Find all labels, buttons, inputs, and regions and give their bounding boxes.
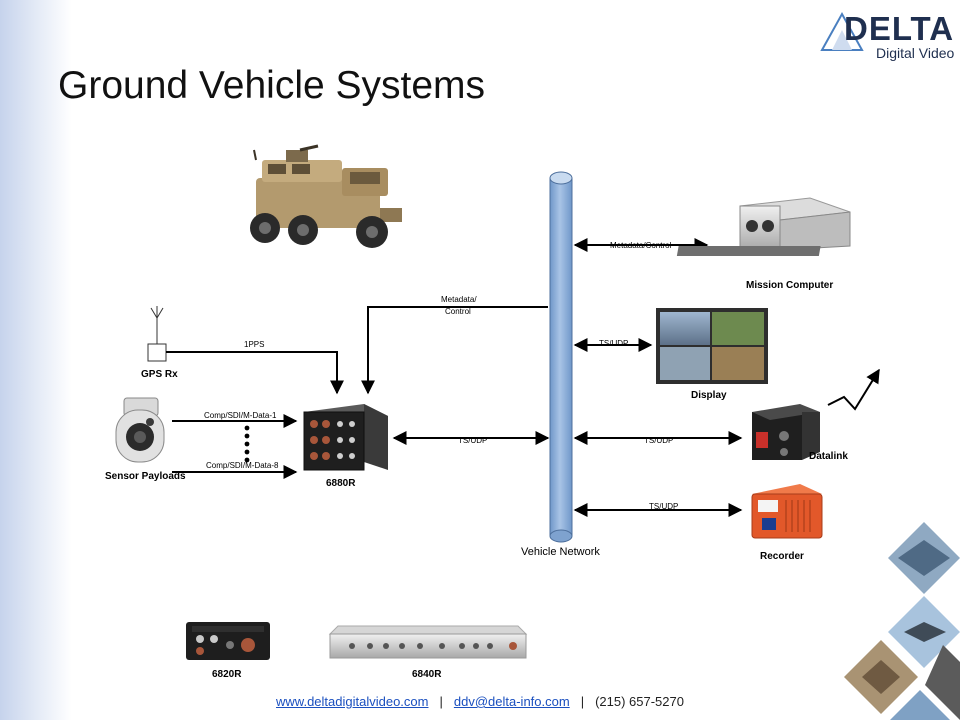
gps-receiver-icon xyxy=(147,306,167,362)
display-label: Display xyxy=(691,390,727,401)
vehicle-image xyxy=(250,144,402,248)
recorder-label: Recorder xyxy=(760,551,804,562)
encoder-metadata-label-2: Control xyxy=(445,307,471,316)
gps-label: GPS Rx xyxy=(141,369,178,380)
product-6820r-label: 6820R xyxy=(212,669,242,680)
product-6840r-image xyxy=(328,625,528,659)
display-tsudp-label: TS/UDP xyxy=(599,339,628,348)
phone-number: (215) 657-5270 xyxy=(595,694,684,709)
mission-metadata-label: Metadata/Control xyxy=(610,241,672,250)
comp-sdi-1-label: Comp/SDI/M-Data-1 xyxy=(204,411,277,420)
comp-sdi-8-label: Comp/SDI/M-Data-8 xyxy=(206,461,279,470)
website-link[interactable]: www.deltadigitalvideo.com xyxy=(276,694,429,709)
vehicle-network-label: Vehicle Network xyxy=(521,546,600,558)
recorder-image xyxy=(751,484,823,539)
footer: www.deltadigitalvideo.com | ddv@delta-info… xyxy=(0,694,960,709)
recorder-tsudp-label: TS/UDP xyxy=(649,502,678,511)
delta-logo xyxy=(820,11,864,51)
encoder-tsudp-label: TS/UDP xyxy=(458,436,487,445)
footer-separator-2: | xyxy=(580,694,585,709)
datalink-radio-image xyxy=(752,404,820,460)
email-link[interactable]: ddv@delta-info.com xyxy=(453,694,570,709)
logo-wordmark: DELTA xyxy=(844,10,955,47)
product-6820r-image xyxy=(186,622,270,660)
datalink-tsudp-label: TS/UDP xyxy=(644,436,673,445)
encoder-metadata-label-1: Metadata/ xyxy=(441,295,477,304)
left-gradient-band xyxy=(0,0,72,720)
wireless-link-icon xyxy=(827,368,880,411)
mission-computer-label: Mission Computer xyxy=(746,280,833,291)
footer-separator-1: | xyxy=(439,694,443,709)
page-title: Ground Vehicle Systems xyxy=(58,64,486,107)
pps-label: 1PPS xyxy=(244,340,264,349)
channel-ellipsis-dots xyxy=(244,425,250,463)
decorative-photo-collage xyxy=(844,522,960,720)
datalink-label: Datalink xyxy=(809,451,848,462)
encoder-6880r-label: 6880R xyxy=(326,478,356,489)
display-monitor-image xyxy=(656,308,768,384)
product-6840r-label: 6840R xyxy=(412,669,442,680)
sensor-payloads-label: Sensor Payloads xyxy=(105,471,186,482)
encoder-metadata-connector xyxy=(361,306,548,395)
sensor-payload-icon xyxy=(115,397,165,463)
vehicle-network-pipe xyxy=(549,171,573,543)
encoder-6880r-image xyxy=(303,404,388,471)
pps-connector xyxy=(166,351,344,395)
logo-subtitle: Digital Video xyxy=(876,45,955,61)
mission-computer-image xyxy=(676,197,851,256)
